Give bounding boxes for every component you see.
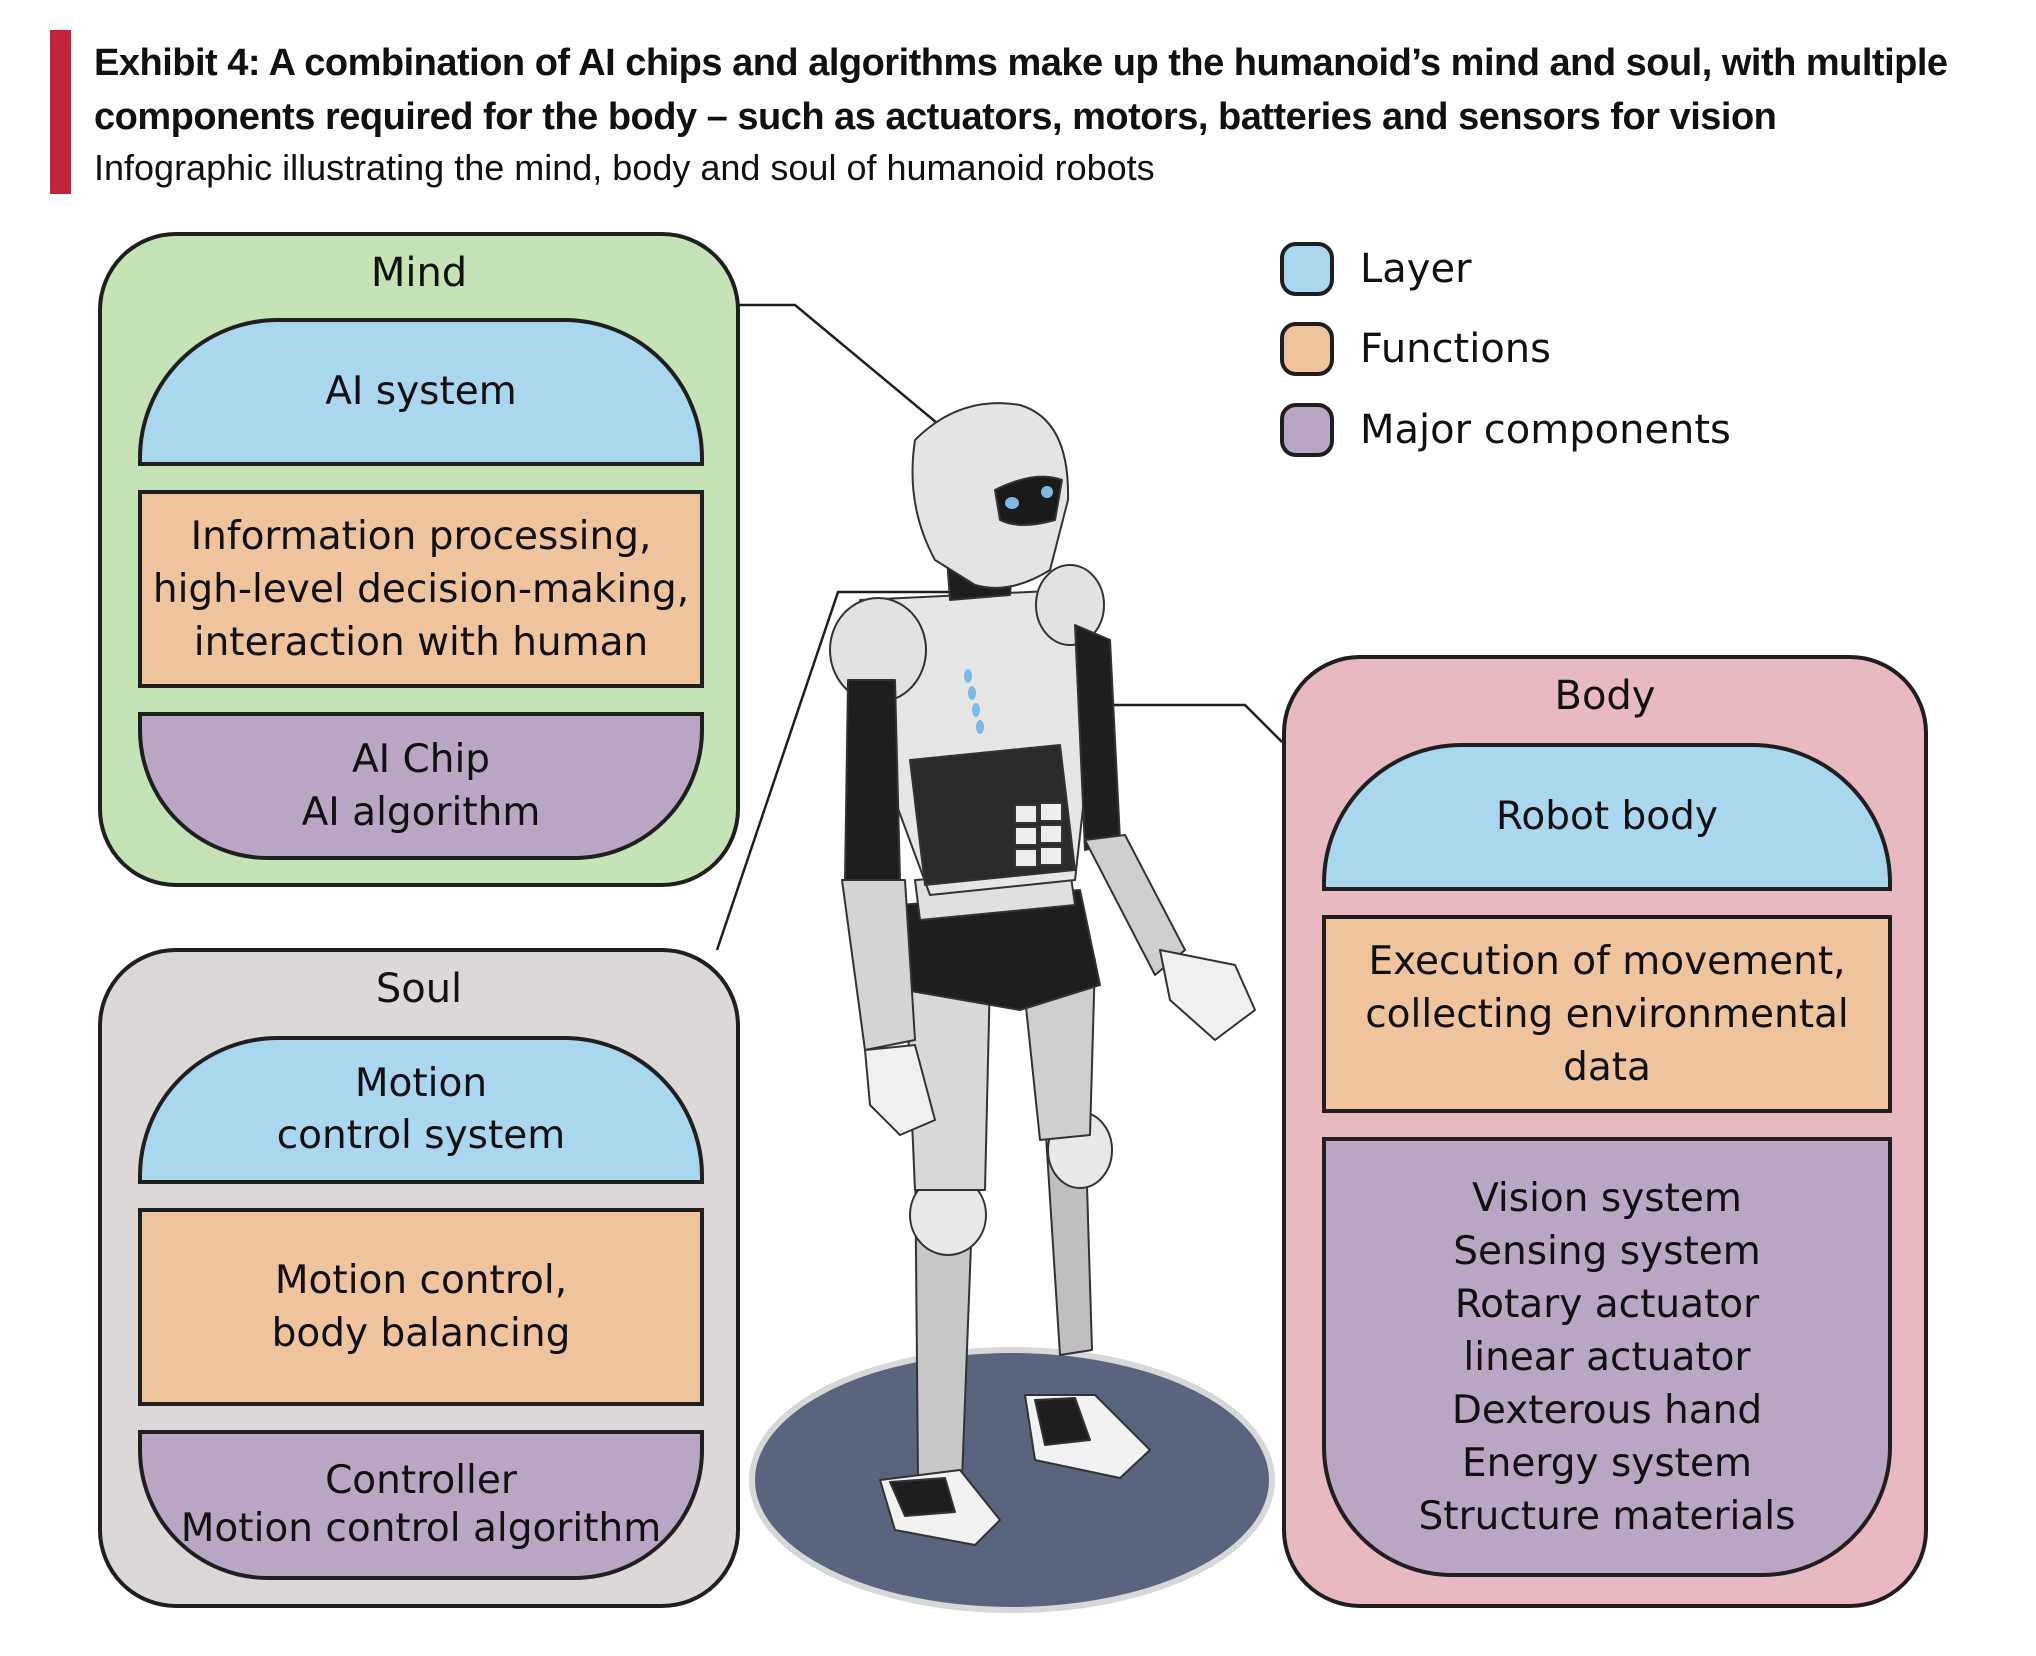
header-accent-bar	[50, 30, 71, 194]
chest-lights	[964, 669, 984, 734]
mind-panel: Mind AI system Information processing, h…	[98, 232, 740, 887]
mind-component-item: AI algorithm	[301, 790, 541, 835]
robot-eye-right	[1041, 486, 1053, 498]
legend-label-functions: Functions	[1360, 326, 1551, 372]
body-function-line: collecting environmental	[1365, 991, 1849, 1037]
legend-item-major-components: Major components	[1280, 403, 1731, 457]
mind-layer-label: AI system	[325, 369, 517, 414]
legend-item-functions: Functions	[1280, 322, 1551, 376]
legend-label-major-components: Major components	[1360, 407, 1731, 453]
body-layer-box: Robot body	[1322, 743, 1892, 891]
soul-layer-line: control system	[276, 1113, 566, 1158]
body-component-item: Sensing system	[1453, 1228, 1761, 1274]
mind-panel-title: Mind	[370, 250, 468, 296]
body-component-item: Energy system	[1462, 1440, 1752, 1486]
legend-label-layer: Layer	[1360, 246, 1472, 292]
body-components-box: Vision system Sensing system Rotary actu…	[1322, 1137, 1892, 1577]
soul-function-line: body balancing	[271, 1311, 571, 1356]
soul-layer-line: Motion	[354, 1061, 488, 1106]
soul-panel-title: Soul	[375, 966, 463, 1012]
soul-components-box: Controller Motion control algorithm	[138, 1430, 704, 1580]
body-panel-title: Body	[1554, 673, 1656, 719]
body-component-item: linear actuator	[1463, 1334, 1751, 1380]
body-panel: Body Robot body Execution of movement, c…	[1282, 655, 1928, 1608]
mind-function-line: Information processing,	[190, 513, 652, 559]
exhibit-subtitle: Infographic illustrating the mind, body …	[94, 147, 1155, 188]
robot-figure	[829, 402, 1256, 1546]
mind-connector-line	[736, 303, 956, 439]
body-component-item: Rotary actuator	[1454, 1281, 1760, 1327]
mind-layer-box: AI system	[138, 318, 704, 466]
robot-eye-left	[1005, 497, 1019, 509]
body-component-item: Vision system	[1472, 1175, 1742, 1221]
soul-panel: Soul Motion control system Motion contro…	[98, 948, 740, 1608]
mind-components-box: AI Chip AI algorithm	[138, 712, 704, 860]
soul-functions-box: Motion control, body balancing	[138, 1208, 704, 1406]
robot-base-disc	[749, 1347, 1275, 1613]
legend-swatch-major-components	[1280, 403, 1334, 457]
body-functions-box: Execution of movement, collecting enviro…	[1322, 915, 1892, 1113]
body-component-item: Dexterous hand	[1451, 1387, 1763, 1433]
soul-component-item: Controller	[325, 1458, 517, 1503]
body-function-line: data	[1563, 1044, 1651, 1090]
soul-connector-line	[715, 590, 970, 951]
soul-component-item: Motion control algorithm	[180, 1506, 662, 1551]
body-connector-line	[1108, 703, 1283, 743]
legend-swatch-functions	[1280, 322, 1334, 376]
connector-lines	[715, 303, 1283, 951]
body-layer-label: Robot body	[1496, 794, 1718, 839]
body-function-line: Execution of movement,	[1368, 938, 1846, 984]
mind-function-line: interaction with human	[193, 619, 649, 665]
legend-item-layer: Layer	[1280, 242, 1472, 296]
mind-functions-box: Information processing, high-level decis…	[138, 490, 704, 688]
mind-component-item: AI Chip	[351, 737, 491, 782]
soul-layer-box: Motion control system	[138, 1036, 704, 1184]
exhibit-title: Exhibit 4: A combination of AI chips and…	[94, 42, 1948, 138]
mind-function-line: high-level decision-making,	[152, 566, 690, 612]
legend-swatch-layer	[1280, 242, 1334, 296]
body-component-item: Structure materials	[1418, 1493, 1796, 1539]
soul-function-line: Motion control,	[274, 1258, 568, 1303]
